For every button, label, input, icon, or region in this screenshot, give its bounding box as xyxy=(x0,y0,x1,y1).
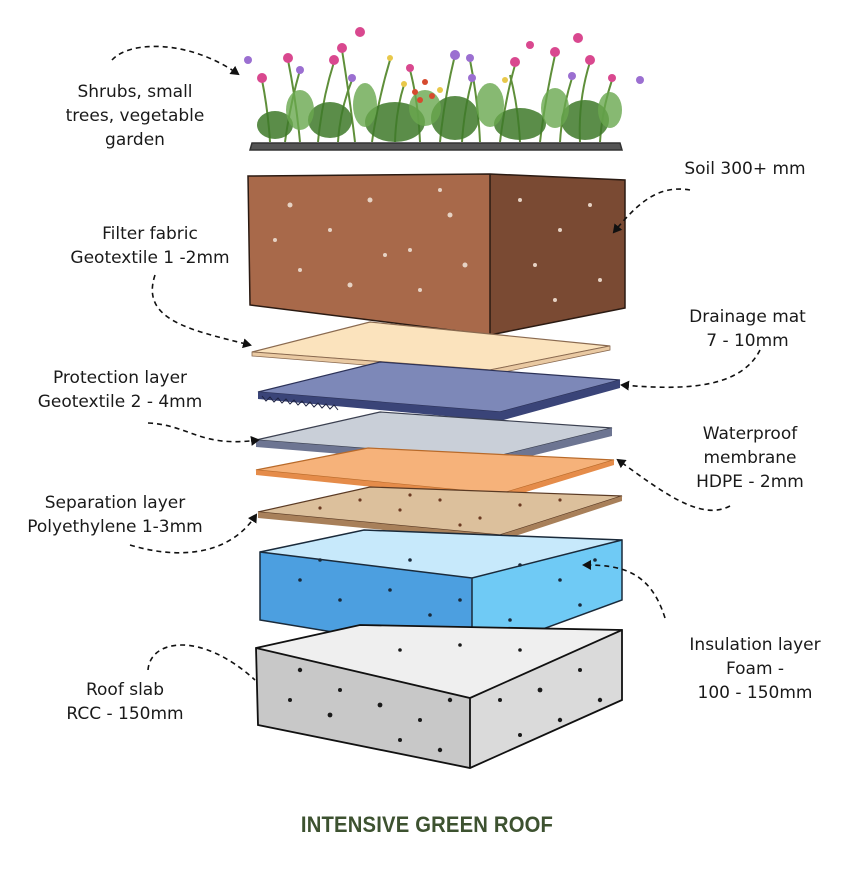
label-line: Protection layer xyxy=(52,368,188,388)
label-waterproof-membrane: Waterproof membrane HDPE - 2mm xyxy=(660,422,840,494)
label-line: Geotextile 1 -2mm xyxy=(70,248,230,268)
label-line: Separation layer xyxy=(44,493,186,513)
vegetation-leader xyxy=(111,45,240,76)
label-line: trees, vegetable xyxy=(65,106,205,126)
label-line: Foam - xyxy=(725,659,785,679)
label-line: Insulation layer xyxy=(689,635,821,655)
label-line: HDPE - 2mm xyxy=(696,472,804,492)
label-vegetation: Shrubs, small trees, vegetable garden xyxy=(40,80,230,152)
filter-leader xyxy=(151,274,252,349)
vegetation-layer xyxy=(244,27,644,151)
label-line: Geotextile 2 - 4mm xyxy=(37,392,203,412)
soil-layer xyxy=(247,173,626,336)
label-line: Filter fabric xyxy=(102,224,198,244)
diagram-title: INTENSIVE GREEN ROOF xyxy=(300,812,554,837)
label-line: garden xyxy=(105,130,165,150)
label-protection-layer: Protection layer Geotextile 2 - 4mm xyxy=(10,366,230,414)
label-line: Waterproof xyxy=(702,424,798,444)
label-line: Roof slab xyxy=(85,680,165,700)
protection-leader xyxy=(147,422,260,446)
label-line: Soil 300+ mm xyxy=(684,159,806,179)
label-separation-layer: Separation layer Polyethylene 1-3mm xyxy=(10,491,220,539)
label-line: Polyethylene 1-3mm xyxy=(27,517,203,537)
roof-slab-layer xyxy=(255,624,623,769)
label-line: membrane xyxy=(703,448,797,468)
separation-leader xyxy=(129,513,258,554)
leader-lines xyxy=(111,45,761,681)
label-line: Shrubs, small xyxy=(77,82,193,102)
separation-layer xyxy=(257,486,623,541)
label-soil: Soil 300+ mm xyxy=(660,157,830,181)
drainage-mat-layer xyxy=(257,361,621,421)
drainage-leader xyxy=(620,349,761,391)
slab-leader xyxy=(147,644,256,681)
label-insulation-layer: Insulation layer Foam - 100 - 150mm xyxy=(665,633,845,705)
label-roof-slab: Roof slab RCC - 150mm xyxy=(40,678,210,726)
label-line: RCC - 150mm xyxy=(66,704,184,724)
soil-leader xyxy=(612,188,691,234)
waterproof-membrane-layer xyxy=(255,447,615,500)
label-line: 100 - 150mm xyxy=(697,683,813,703)
label-filter-fabric: Filter fabric Geotextile 1 -2mm xyxy=(50,222,250,270)
waterproof-leader xyxy=(616,458,731,512)
insulation-leader xyxy=(582,560,666,619)
label-line: 7 - 10mm xyxy=(706,331,789,351)
label-line: Drainage mat xyxy=(689,307,806,327)
label-drainage-mat: Drainage mat 7 - 10mm xyxy=(660,305,835,353)
